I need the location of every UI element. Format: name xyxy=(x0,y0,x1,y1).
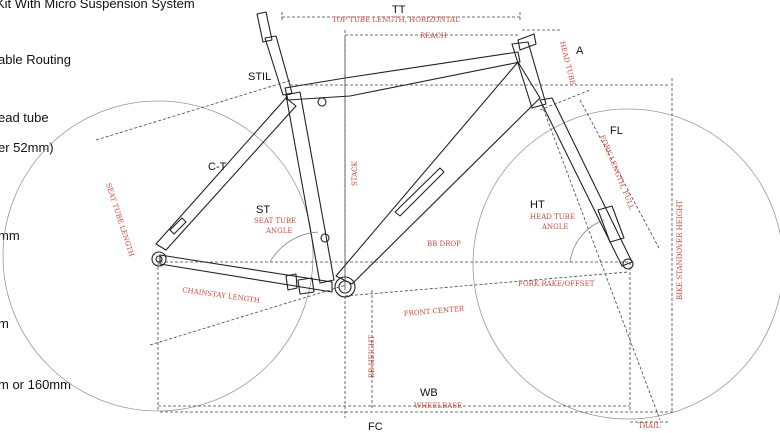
note-top-tube: TOP TUBE LENGTH, HORIZONTAL xyxy=(332,16,460,24)
note-chainstay: CHAINSTAY LENGTH xyxy=(182,286,261,305)
note-head-tube: HEAD TUBE xyxy=(558,41,577,87)
note-bb-drop: BB DROP xyxy=(427,240,461,248)
note-head-tube-angle-2: ANGLE xyxy=(541,223,569,231)
head-angle-arc xyxy=(569,219,605,263)
dimension-lines xyxy=(95,12,675,423)
front-wheel xyxy=(472,108,780,420)
front-center-line xyxy=(344,271,629,297)
spec-line-size: er 52mm) xyxy=(0,140,54,155)
note-bb-height: BB HEIGHT xyxy=(368,335,376,378)
fork-suspension xyxy=(597,205,625,243)
spec-line-mm-2: m xyxy=(0,316,9,331)
label-tt: TT xyxy=(392,4,406,16)
label-ht: HT xyxy=(530,199,545,211)
note-wheelbase: WHEELBASE xyxy=(414,402,462,410)
bike-frame xyxy=(151,11,634,298)
spec-line-head-tube: ead tube xyxy=(0,110,49,125)
note-fork-rake: FORK RAKE/OFFSET xyxy=(518,280,595,288)
spec-line-rotor: m or 160mm xyxy=(0,377,71,392)
note-trail: TRAIL xyxy=(638,422,661,430)
note-head-tube-angle-1: HEAD TUBE xyxy=(530,213,575,221)
angle-arcs xyxy=(269,219,605,263)
front-dropout xyxy=(622,258,634,270)
seatstay xyxy=(155,97,297,251)
note-reach: REACH xyxy=(420,32,447,40)
seatpost xyxy=(264,35,293,96)
head-tube xyxy=(511,41,547,109)
fork-length-line xyxy=(579,99,661,251)
note-stack: STACK xyxy=(351,161,359,186)
note-standover: BIKE STANDOVER HEIGHT xyxy=(676,200,684,300)
spec-line-routing: able Routing xyxy=(0,52,71,67)
rear-dropout xyxy=(151,251,167,267)
down-tube xyxy=(335,61,541,285)
label-st: ST xyxy=(256,204,270,216)
top-tube xyxy=(284,51,521,101)
seat-tube xyxy=(285,91,335,284)
spec-line-suspension: Kit With Micro Suspension System xyxy=(0,0,195,11)
chainstay xyxy=(159,254,333,293)
seat-tube-length-line xyxy=(95,79,293,141)
note-seat-tube-angle-2: ANGLE xyxy=(265,227,293,235)
label-a: A xyxy=(576,45,584,57)
rear-wheel xyxy=(2,100,314,412)
note-seat-tube-angle-1: SEAT TUBE xyxy=(254,217,296,225)
note-fork-length: FORK LENGTH, FULL xyxy=(598,134,636,212)
note-front-center: FRONT CENTER xyxy=(403,305,465,318)
label-stil: STIL xyxy=(248,71,271,83)
seatpost-head xyxy=(256,11,273,43)
note-seat-tube-length: SEAT TUBE LENGTH xyxy=(104,182,135,257)
seat-angle-arc xyxy=(269,231,319,263)
label-wb: WB xyxy=(420,387,438,399)
label-fl: FL xyxy=(610,125,623,137)
label-fc: FC xyxy=(368,421,383,433)
label-ct: C-T xyxy=(208,161,227,173)
